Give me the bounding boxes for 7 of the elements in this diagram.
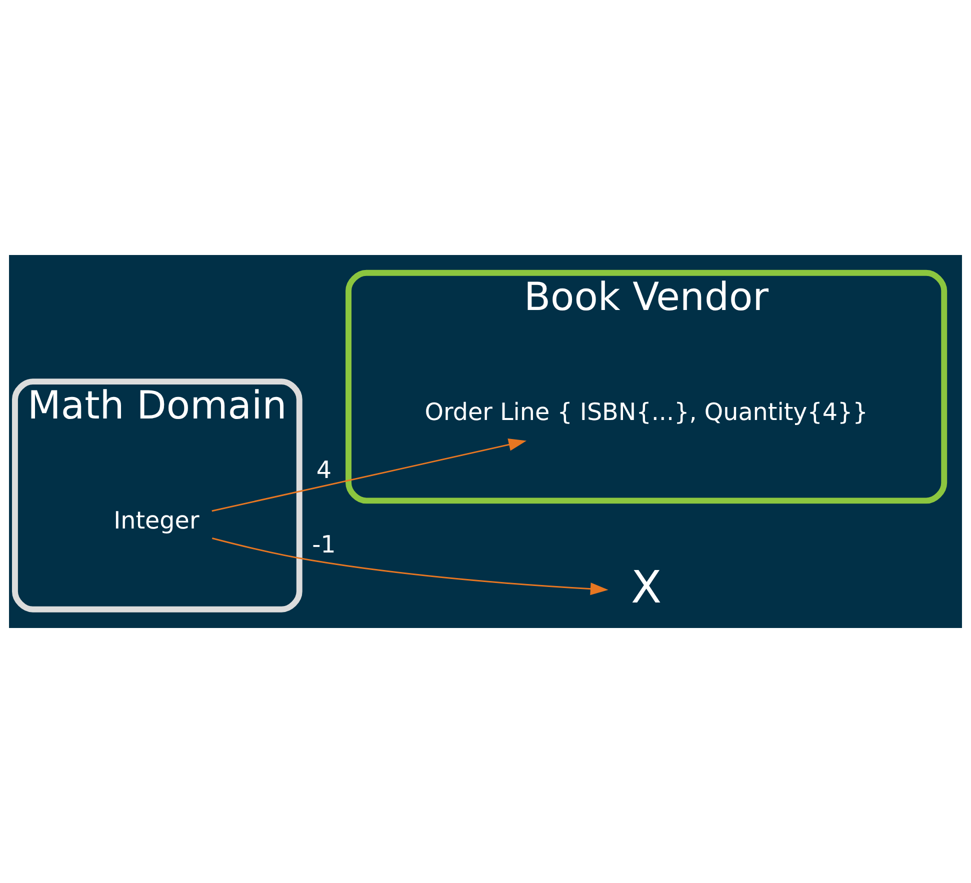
arrow [212, 438, 526, 512]
edge-label: 4 [316, 456, 332, 484]
node-text: Integer [114, 506, 200, 535]
node-text: Order Line { ISBN{...}, Quantity{4}} [424, 398, 868, 426]
arrow [212, 538, 608, 596]
edge-label: -1 [312, 530, 336, 559]
node-text: X [631, 562, 662, 614]
